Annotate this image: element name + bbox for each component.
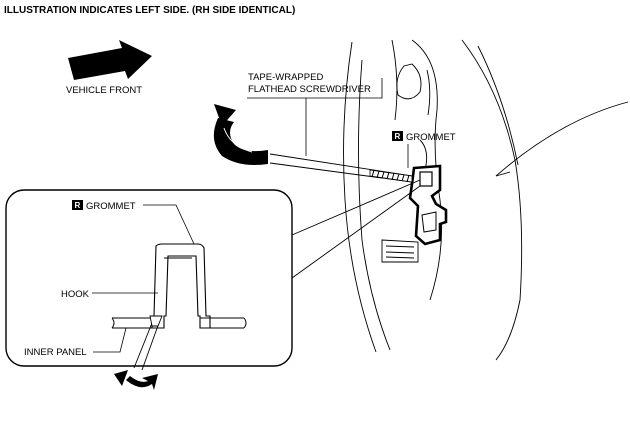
grommet-main-part	[408, 164, 448, 246]
inner-panel-label: INNER PANEL	[24, 347, 87, 358]
vehicle-front-label: VEHICLE FRONT	[66, 85, 142, 96]
detail-projection-lines	[291, 179, 421, 279]
detail-screwdriver	[133, 315, 163, 371]
replace-badge-detail-text: R	[75, 201, 81, 210]
vehicle-body-outline	[343, 39, 629, 361]
detail-callout-box	[5, 189, 293, 367]
detail-grommet-section	[111, 243, 247, 329]
replace-badge-main-text: R	[395, 132, 401, 141]
grommet-main-label: GROMMET	[406, 132, 456, 143]
vehicle-front-arrow-icon	[68, 40, 152, 80]
hook-label: HOOK	[61, 289, 90, 300]
detail-rotation-arrow-icon	[114, 370, 158, 390]
tool-label-line2: FLATHEAD SCREWDRIVER	[248, 84, 371, 95]
replace-badge-detail-icon	[72, 200, 83, 210]
detail-label-leaders	[92, 204, 195, 353]
screwdriver-tool	[269, 153, 413, 183]
tool-label-line1: TAPE-WRAPPED	[248, 72, 323, 83]
rotation-arrow-icon	[213, 104, 268, 165]
replace-badge-main-icon	[392, 131, 403, 141]
grommet-detail-label: GROMMET	[86, 201, 136, 212]
label-leaders	[247, 78, 409, 168]
header-note: ILLUSTRATION INDICATES LEFT SIDE. (RH SI…	[4, 5, 295, 16]
